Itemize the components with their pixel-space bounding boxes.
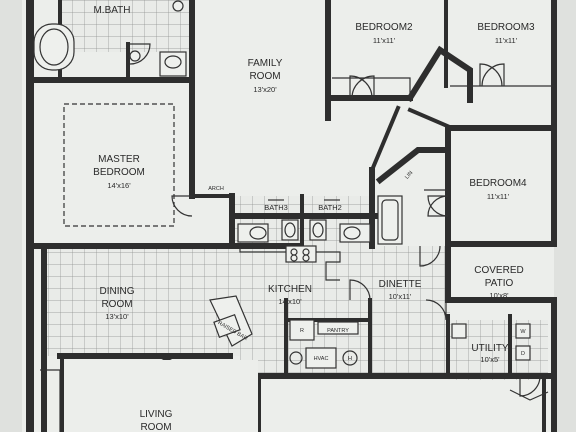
dining-room-label-2: ROOM bbox=[101, 299, 132, 310]
fixtures bbox=[33, 0, 403, 245]
living-room-label-1: LIVING bbox=[140, 409, 173, 420]
tile-floor-areas bbox=[45, 0, 548, 380]
master-bedroom-label-2: BEDROOM bbox=[93, 167, 145, 178]
covered-patio-label-2: PATIO bbox=[485, 278, 514, 289]
doors bbox=[129, 43, 541, 397]
family-room-size: 13'x20' bbox=[253, 85, 277, 94]
bedroom4-label: BEDROOM4 bbox=[469, 178, 527, 189]
master-bedroom-size: 14'x16' bbox=[107, 181, 131, 190]
water-heater-label: H bbox=[348, 356, 352, 362]
arch-label: ARCH bbox=[208, 186, 224, 192]
kitchen-fixtures bbox=[209, 245, 359, 369]
bedroom4-size: 11'x11' bbox=[487, 192, 510, 201]
bedroom2-label: BEDROOM2 bbox=[355, 22, 413, 33]
dinette-label: DINETTE bbox=[379, 279, 422, 290]
refrigerator-label: R bbox=[300, 328, 304, 334]
m-bath-label: M.BATH bbox=[93, 5, 130, 16]
bath3-label: BATH3 bbox=[264, 203, 288, 212]
master-bedroom-label-1: MASTER bbox=[98, 154, 140, 165]
dining-room-label-1: DINING bbox=[100, 286, 135, 297]
hvac-label: HVAC bbox=[314, 356, 329, 362]
bedroom3-label: BEDROOM3 bbox=[477, 22, 535, 33]
family-room-label-2: ROOM bbox=[249, 71, 280, 82]
dining-room-size: 13'x10' bbox=[105, 312, 129, 321]
master-tray-ceiling bbox=[63, 103, 175, 227]
dryer-label: D bbox=[521, 351, 525, 357]
covered-patio-size: 10'x8' bbox=[489, 291, 509, 300]
living-room-label-2: ROOM bbox=[140, 422, 171, 432]
family-room-label-1: FAMILY bbox=[248, 58, 283, 69]
linen-closet-label: LIN bbox=[404, 170, 414, 180]
covered-patio-label-1: COVERED bbox=[474, 265, 523, 276]
kitchen-label: KITCHEN bbox=[268, 284, 312, 295]
living-room-floor bbox=[62, 360, 258, 432]
pantry-label: PANTRY bbox=[327, 328, 349, 334]
utility-size: 10'x5' bbox=[480, 355, 500, 364]
utility-label: UTILITY bbox=[471, 343, 509, 354]
bedroom3-size: 11'x11' bbox=[495, 36, 518, 45]
dinette-size: 10'x11' bbox=[389, 292, 412, 301]
washer-label: W bbox=[520, 329, 526, 335]
kitchen-size: 14'x10' bbox=[278, 297, 302, 306]
bath2-label: BATH2 bbox=[318, 203, 342, 212]
angled-hall-walls bbox=[369, 45, 473, 185]
bedroom2-size: 11'x11' bbox=[373, 36, 396, 45]
